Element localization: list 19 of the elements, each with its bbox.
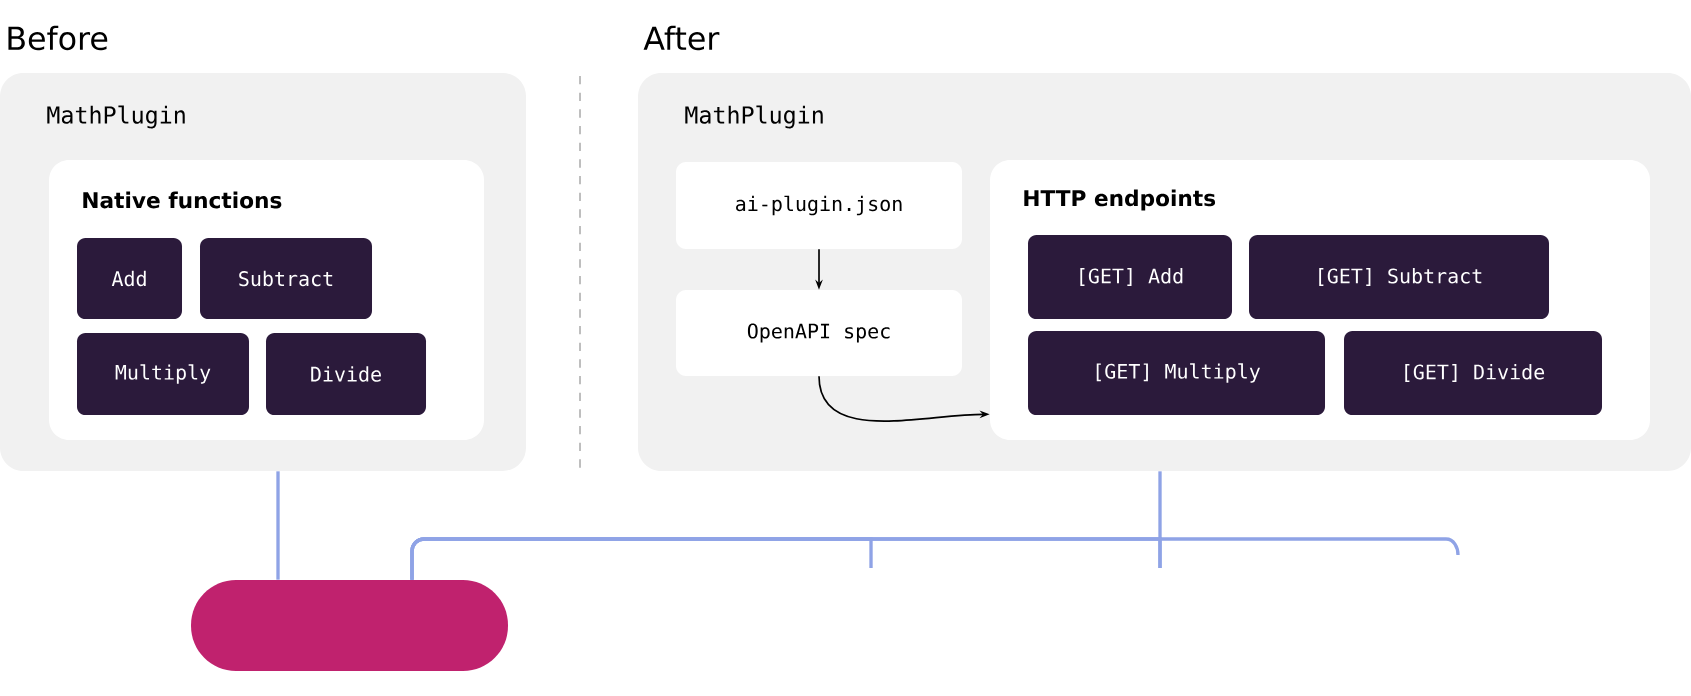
card-heading: Native functions (83, 191, 282, 209)
kernel-pill (191, 580, 508, 671)
plugin-title: MathPlugin (685, 105, 823, 129)
function-button: [GET] Add (1028, 235, 1232, 319)
connector (276, 471, 280, 580)
plugin-title: MathPlugin (47, 105, 185, 129)
function-button: Add (77, 238, 182, 319)
function-button: Subtract (200, 238, 372, 319)
function-button: [GET] Subtract (1249, 235, 1549, 319)
section-heading: After (643, 25, 720, 51)
section-heading: Before (8, 25, 108, 51)
file-box: ai-plugin.json (676, 162, 962, 249)
file-box: OpenAPI spec (676, 290, 962, 376)
connector (410, 537, 1162, 580)
function-button: [GET] Divide (1344, 331, 1602, 415)
card-heading: HTTP endpoints (1024, 189, 1216, 211)
function-button: Divide (266, 333, 426, 415)
function-button: Multiply (77, 333, 249, 415)
function-button: [GET] Multiply (1028, 331, 1325, 415)
